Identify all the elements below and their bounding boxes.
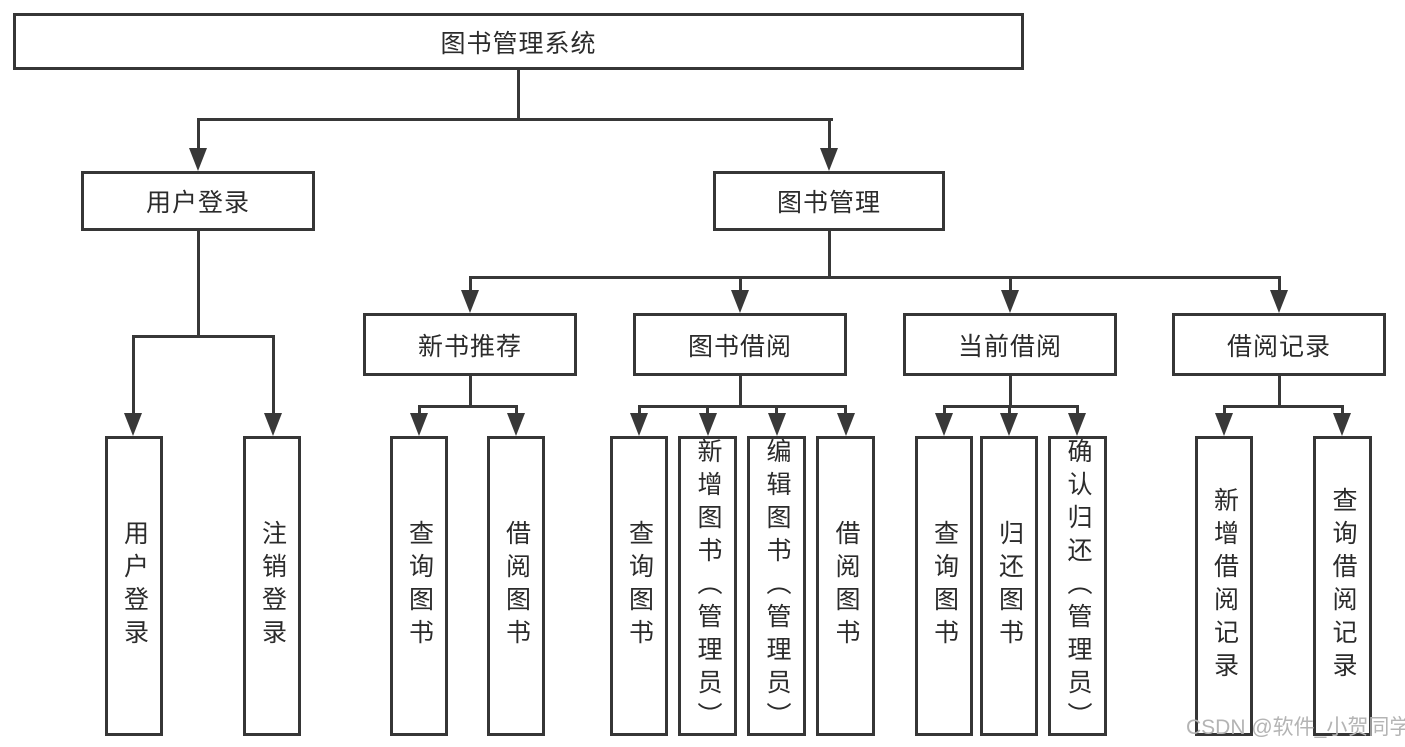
arrowhead-book-management (820, 148, 838, 171)
arrowhead-user-login (189, 148, 207, 171)
connector-bookmgmt-drop-3 (1009, 276, 1012, 293)
arrowhead-bb-query (630, 413, 648, 436)
arrowhead-nb-query (410, 413, 428, 436)
watermark: CSDN @软件_小贺同学 (1186, 716, 1405, 739)
connector-userlogin-stem (197, 231, 200, 335)
leaf-logout-label: 注销登录 (258, 520, 287, 652)
connector-cb-drop-3 (1076, 405, 1079, 417)
leaf-bb-query-books-label: 查询图书 (625, 520, 654, 652)
connector-root-drop-left (197, 121, 200, 151)
node-current-borrow-label: 当前借阅 (957, 332, 1062, 361)
node-book-borrow: 图书借阅 (633, 313, 847, 376)
connector-bb-drop-1 (638, 405, 641, 417)
node-book-borrow-label: 图书借阅 (687, 332, 792, 361)
node-new-book-recommend-label: 新书推荐 (417, 332, 522, 361)
connector-bb-drop-4 (844, 405, 847, 417)
arrowhead-leaf-user-login (124, 413, 142, 436)
leaf-nb-borrow-books-label: 借阅图书 (502, 520, 531, 652)
connector-nb-drop-1 (418, 405, 421, 417)
connector-bb-hline (638, 405, 847, 408)
connector-cb-hline (943, 405, 1079, 408)
leaf-cb-confirm-return-admin: 确认归还（管理员） (1048, 436, 1107, 736)
node-book-management: 图书管理 (713, 171, 945, 231)
connector-br-drop-2 (1341, 405, 1344, 417)
node-borrow-records-label: 借阅记录 (1226, 332, 1331, 361)
arrowhead-bb-add (699, 413, 717, 436)
leaf-bb-add-books-admin-label: 新增图书（管理员） (694, 437, 722, 735)
connector-br-hline (1223, 405, 1344, 408)
leaf-cb-query-books-label: 查询图书 (930, 520, 959, 652)
connector-bb-stem (739, 376, 742, 405)
arrowhead-cb-query (935, 413, 953, 436)
leaf-nb-query-books-label: 查询图书 (405, 520, 434, 652)
arrowhead-bb-edit (768, 413, 786, 436)
node-user-login-label: 用户登录 (145, 189, 250, 217)
connector-cb-stem (1009, 376, 1012, 405)
arrowhead-current-borrow (1001, 290, 1019, 313)
arrowhead-br-query (1333, 413, 1351, 436)
leaf-bb-edit-books-admin-label: 编辑图书（管理员） (763, 437, 791, 735)
node-user-login: 用户登录 (81, 171, 315, 231)
connector-userlogin-drop-1 (132, 335, 135, 415)
leaf-nb-borrow-books: 借阅图书 (487, 436, 545, 736)
connector-bookmgmt-drop-1 (469, 276, 472, 293)
connector-root-hline (197, 118, 833, 121)
connector-root-drop-right (828, 121, 831, 151)
leaf-br-add-record-label: 新增借阅记录 (1210, 487, 1239, 685)
node-borrow-records: 借阅记录 (1172, 313, 1386, 376)
leaf-user-login-label: 用户登录 (120, 520, 149, 652)
leaf-nb-query-books: 查询图书 (390, 436, 448, 736)
arrowhead-bb-borrow (837, 413, 855, 436)
node-root-label: 图书管理系统 (440, 29, 597, 58)
connector-nb-hline (418, 405, 518, 408)
connector-br-drop-1 (1223, 405, 1226, 417)
leaf-br-query-record-label: 查询借阅记录 (1329, 487, 1357, 685)
arrowhead-borrow-records (1270, 290, 1288, 313)
connector-bookmgmt-stem (828, 231, 831, 276)
connector-bb-drop-3 (775, 405, 778, 417)
arrowhead-cb-confirm (1068, 413, 1086, 436)
connector-br-stem (1278, 376, 1281, 405)
leaf-bb-borrow-books-label: 借阅图书 (832, 520, 860, 652)
leaf-br-query-record: 查询借阅记录 (1313, 436, 1372, 736)
node-book-management-label: 图书管理 (776, 189, 881, 217)
arrowhead-leaf-logout (264, 413, 282, 436)
leaf-br-add-record: 新增借阅记录 (1195, 436, 1253, 736)
node-current-borrow: 当前借阅 (903, 313, 1117, 376)
arrowhead-book-borrow (731, 290, 749, 313)
leaf-logout: 注销登录 (243, 436, 301, 736)
connector-nb-stem (469, 376, 472, 405)
node-root: 图书管理系统 (13, 13, 1024, 70)
connector-bookmgmt-drop-4 (1278, 276, 1281, 293)
connector-root-stem (517, 70, 520, 121)
arrowhead-new-book-recommend (461, 290, 479, 313)
leaf-cb-confirm-return-admin-label: 确认归还（管理员） (1064, 437, 1092, 735)
node-new-book-recommend: 新书推荐 (363, 313, 577, 376)
arrowhead-cb-return (1000, 413, 1018, 436)
connector-userlogin-drop-2 (272, 335, 275, 415)
connector-nb-drop-2 (515, 405, 518, 417)
connector-bb-drop-2 (706, 405, 709, 417)
leaf-bb-borrow-books: 借阅图书 (816, 436, 875, 736)
leaf-bb-add-books-admin: 新增图书（管理员） (678, 436, 737, 736)
leaf-cb-query-books: 查询图书 (915, 436, 973, 736)
arrowhead-nb-borrow (507, 413, 525, 436)
leaf-bb-query-books: 查询图书 (610, 436, 668, 736)
leaf-cb-return-books-label: 归还图书 (995, 520, 1024, 652)
leaf-bb-edit-books-admin: 编辑图书（管理员） (747, 436, 806, 736)
connector-cb-drop-2 (1008, 405, 1011, 417)
arrowhead-br-add (1215, 413, 1233, 436)
leaf-cb-return-books: 归还图书 (980, 436, 1038, 736)
connector-cb-drop-1 (943, 405, 946, 417)
leaf-user-login: 用户登录 (105, 436, 163, 736)
connector-bookmgmt-hline (469, 276, 1281, 279)
connector-userlogin-hline (132, 335, 275, 338)
connector-bookmgmt-drop-2 (739, 276, 742, 293)
